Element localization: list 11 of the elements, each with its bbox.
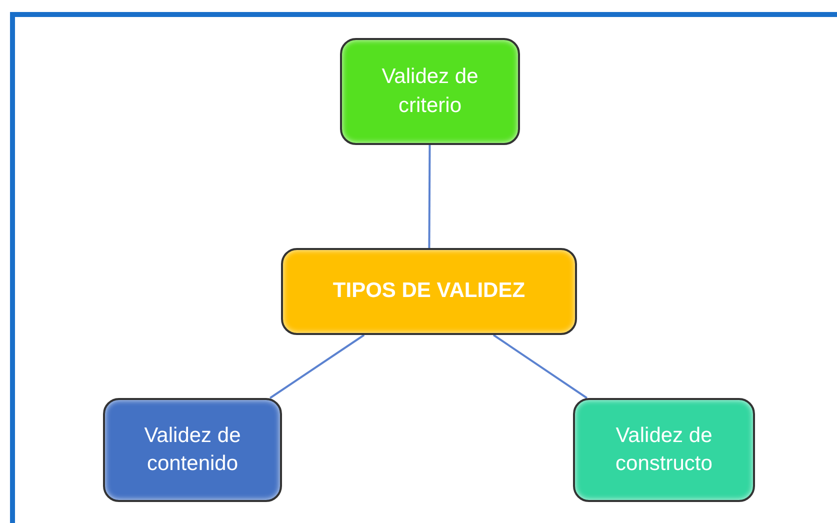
rounded-box bbox=[573, 398, 755, 502]
rounded-box bbox=[281, 248, 577, 335]
rounded-box bbox=[340, 38, 520, 145]
rounded-box bbox=[103, 398, 282, 502]
box-label: TIPOS DE VALIDEZ bbox=[332, 278, 526, 304]
connector-line bbox=[428, 145, 431, 248]
connector-line bbox=[270, 334, 365, 399]
box-label: Validez de contenido bbox=[143, 422, 242, 477]
box-label: Validez de criterio bbox=[380, 64, 480, 118]
connector-line bbox=[492, 334, 588, 399]
box-label: Validez de constructo bbox=[614, 422, 714, 477]
